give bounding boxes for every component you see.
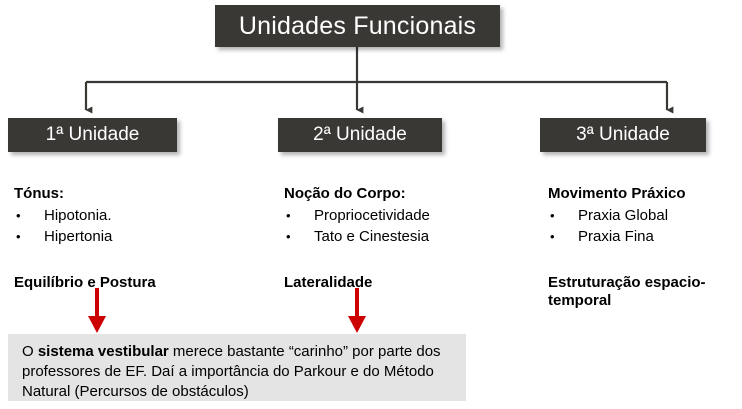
red-arrow-down-icon-2 — [348, 288, 366, 333]
column-1: Tónus: Hipotonia. Hipertonia Equilíbrio … — [14, 184, 264, 292]
column-3: Movimento Práxico Praxia Global Praxia F… — [548, 184, 738, 310]
column-2-list: Propriocetividade Tato e Cinestesia — [284, 205, 534, 247]
column-1-list: Hipotonia. Hipertonia — [14, 205, 264, 247]
unit-box-3: 3ª Unidade — [540, 118, 706, 152]
note-rest: merece bastante “carinho” por parte dos … — [22, 343, 441, 400]
column-3-subheading: Estruturação espacio-temporal — [548, 274, 706, 309]
list-item: Hipertonia — [14, 226, 264, 247]
unit-box-2: 2ª Unidade — [278, 118, 442, 152]
column-1-heading: Tónus: — [14, 185, 64, 202]
list-item: Hipotonia. — [14, 205, 264, 226]
note-lead: O — [22, 343, 38, 360]
red-arrow-down-icon-1 — [88, 288, 106, 333]
unit-box-3-label: 3ª Unidade — [576, 124, 670, 145]
column-1-subheading: Equilíbrio e Postura — [14, 274, 156, 291]
column-2-subheading: Lateralidade — [284, 274, 373, 291]
note-text: O sistema vestibular merece bastante “ca… — [22, 342, 454, 402]
list-item: Praxia Global — [548, 205, 738, 226]
list-item: Tato e Cinestesia — [284, 226, 534, 247]
title-box-label: Unidades Funcionais — [238, 11, 477, 40]
note-bold: sistema vestibular — [37, 343, 169, 360]
column-3-list: Praxia Global Praxia Fina — [548, 205, 738, 247]
list-item: Praxia Fina — [548, 226, 738, 247]
note-box: O sistema vestibular merece bastante “ca… — [8, 334, 466, 401]
unit-box-1-label: 1ª Unidade — [45, 124, 140, 145]
unit-box-1: 1ª Unidade — [8, 118, 177, 152]
column-2-heading: Noção do Corpo: — [284, 185, 406, 202]
unit-box-2-label: 2ª Unidade — [313, 124, 407, 145]
title-box: Unidades Funcionais — [215, 5, 500, 47]
list-item: Propriocetividade — [284, 205, 534, 226]
column-2: Noção do Corpo: Propriocetividade Tato e… — [284, 184, 534, 292]
column-3-heading: Movimento Práxico — [548, 185, 686, 202]
